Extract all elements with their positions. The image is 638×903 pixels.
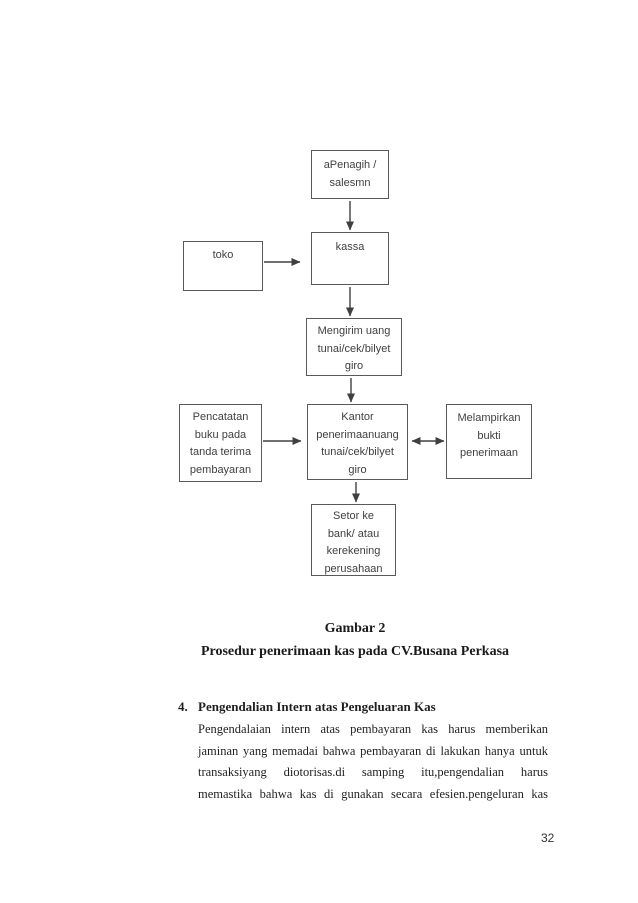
node-label-line: penerimaan	[459, 447, 519, 459]
node-label-line: kerekening	[326, 545, 381, 557]
flowchart-node-kantor: Kantor penerimaanuang tunai/cek/bilyet g…	[307, 404, 408, 480]
paragraph-line: transaksiyang diotorisas.di samping itu,…	[198, 765, 548, 780]
section-heading: 4. Pengendalian Intern atas Pengeluaran …	[178, 696, 568, 718]
figure-caption-title: Gambar 2	[324, 621, 386, 636]
node-label-line: pembayaran	[189, 463, 252, 476]
flowchart-node-pencatatan: Pencatatan buku pada tanda terima pembay…	[179, 404, 262, 482]
node-label-line: Melampirkan	[457, 412, 521, 424]
flowchart-node-kassa: kassa	[311, 232, 389, 285]
node-label-line: tanda terima	[189, 446, 252, 458]
paragraph: Pengendalaian intern atas pembayaran kas…	[198, 719, 548, 806]
flowchart-node-toko: toko	[183, 241, 263, 291]
section-number: 4.	[178, 699, 188, 714]
node-label-line: penerimaanuang	[316, 428, 399, 441]
flowchart-node-melampirkan: Melampirkan bukti penerimaan	[446, 404, 532, 479]
node-label-line: bukti	[477, 429, 501, 442]
flowchart-node-penagih: aPenagih / salesmn	[311, 150, 389, 199]
node-label-line: buku pada	[194, 428, 247, 441]
node-label-line: Mengirim uang	[317, 325, 391, 337]
node-label-line: Setor ke	[333, 510, 374, 522]
node-label-line: perusahaan	[324, 562, 383, 575]
flowchart-node-mengirim: Mengirim uang tunai/cek/bilyet giro	[306, 318, 402, 376]
node-label-line: bank/ atau	[327, 527, 380, 540]
section-title: Pengendalian Intern atas Pengeluaran Kas	[198, 699, 436, 714]
paragraph-line: jaminan yang memadai bahwa pembayaran di…	[198, 743, 548, 758]
node-label-line: toko	[212, 249, 234, 261]
paragraph-line: memastika bahwa kas di gunakan secara ef…	[198, 787, 548, 802]
figure-caption-subtitle: Prosedur penerimaan kas pada CV.Busana P…	[200, 644, 510, 659]
node-label-line: salesmn	[329, 176, 371, 189]
node-label-line: giro	[348, 463, 367, 476]
node-label-line: Pencatatan	[192, 411, 249, 423]
flowchart-node-setor: Setor ke bank/ atau kerekening perusahaa…	[311, 504, 396, 576]
node-label-line: tunai/cek/bilyet	[317, 342, 391, 355]
page-number: 32	[541, 831, 555, 845]
figure-caption: Gambar 2 Prosedur penerimaan kas pada CV…	[150, 617, 560, 663]
node-label-line: kassa	[335, 241, 365, 253]
node-label-line: giro	[344, 360, 364, 372]
node-label-line: tunai/cek/bilyet	[321, 446, 394, 458]
paragraph-line: Pengendalaian intern atas pembayaran kas…	[198, 722, 548, 736]
node-label-line: Kantor	[341, 411, 374, 423]
node-label-line: aPenagih /	[323, 159, 377, 171]
